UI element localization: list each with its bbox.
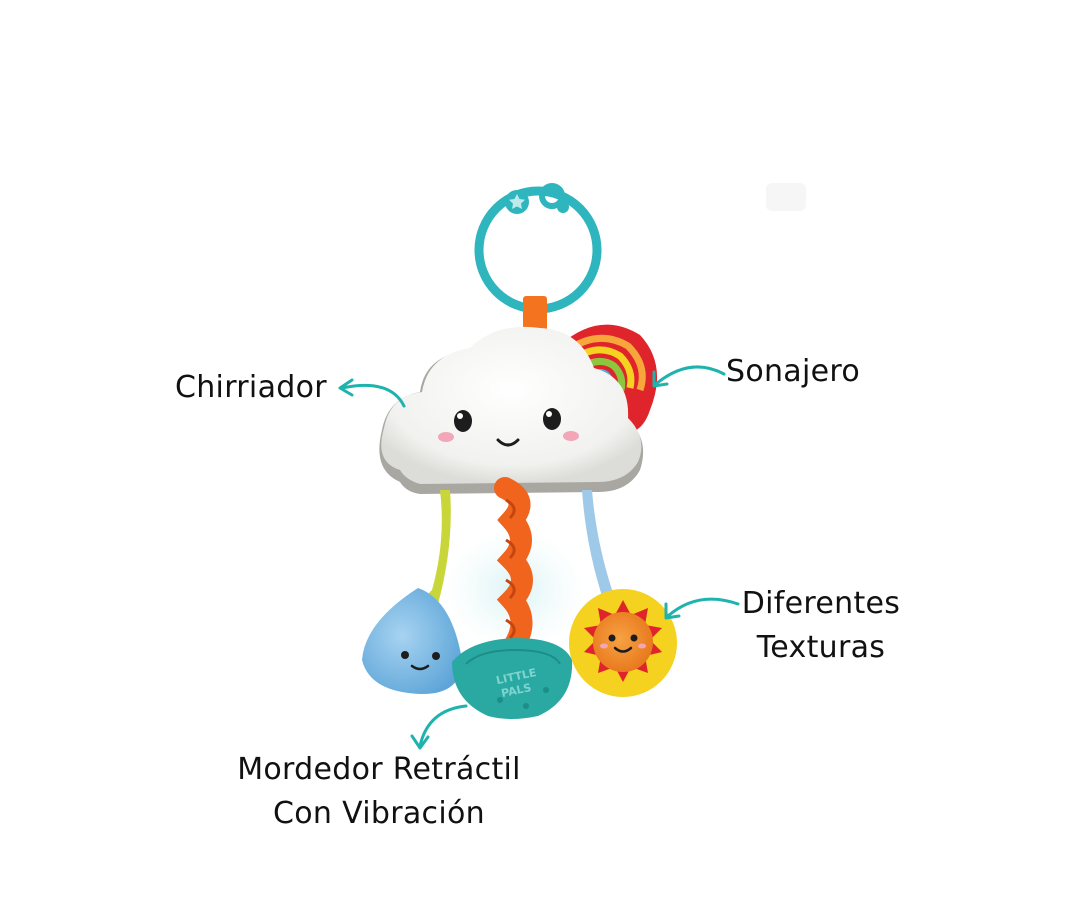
label-textures-line2: Texturas: [756, 630, 886, 665]
sun-plush: [569, 589, 677, 697]
yellow-ribbon: [422, 490, 451, 604]
teether: LITTLE PALS: [452, 638, 573, 719]
label-textures: Diferentes Texturas: [740, 582, 902, 670]
faint-watermark: [766, 183, 806, 211]
label-rattle: Sonajero: [726, 354, 861, 389]
label-teether: Mordedor Retráctil Con Vibración: [226, 748, 532, 836]
blue-ribbon: [582, 490, 620, 602]
cloud-squeaker: [379, 326, 644, 494]
scrunchie-cord: [494, 477, 533, 657]
label-squeaker: Chirriador: [175, 370, 327, 405]
label-teether-line1: Mordedor Retráctil: [237, 752, 521, 787]
raindrop-plush: [362, 588, 462, 695]
label-textures-line1: Diferentes: [741, 586, 901, 621]
arrow-teether: [410, 704, 468, 750]
teether-brand-line2: PALS: [500, 681, 533, 700]
arrow-textures: [664, 597, 740, 620]
label-teether-line2: Con Vibración: [273, 796, 485, 831]
arrow-rattle: [652, 365, 726, 388]
arrow-squeaker: [338, 378, 406, 408]
hanging-ring: [474, 183, 602, 314]
